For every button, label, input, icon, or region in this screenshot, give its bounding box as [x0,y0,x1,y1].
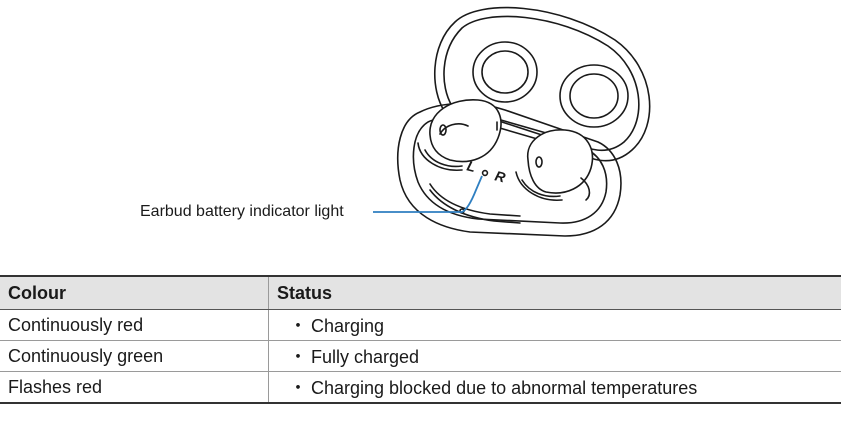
cell-colour: Flashes red [0,371,269,404]
table-row: Flashes red ・Charging blocked due to abn… [0,371,841,404]
right-earbud [515,129,594,201]
indicator-status-table: Colour Status Continuously red ・Charging… [0,275,841,404]
case-letter-right: R [493,167,508,185]
callout-leader-line [373,175,483,213]
bullet: ・ [289,316,307,336]
status-text: Fully charged [311,347,420,367]
table-row: Continuously green ・Fully charged [0,340,841,372]
cell-colour: Continuously green [0,340,269,372]
table-row: Continuously red ・Charging [0,309,841,341]
bullet: ・ [289,378,307,398]
table-header-row: Colour Status [0,275,841,310]
status-text: Charging [311,316,385,336]
callout-label: Earbud battery indicator light [140,203,344,220]
cell-status: ・Charging blocked due to abnormal temper… [268,371,841,404]
status-text: Charging blocked due to abnormal tempera… [311,378,698,398]
cell-colour: Continuously red [0,309,269,341]
left-earbud [417,99,502,171]
earbuds-case-drawing: L R [373,6,651,237]
column-header-status: Status [268,275,841,310]
column-header-colour: Colour [0,275,269,310]
bullet: ・ [289,347,307,367]
earbuds-case-illustration: L R Earbud battery indicator light [140,6,651,237]
case-letter-left: L [465,157,477,175]
battery-indicator-light [481,169,489,177]
cell-status: ・Fully charged [268,340,841,372]
case-lid [433,6,651,162]
cell-status: ・Charging [268,309,841,341]
